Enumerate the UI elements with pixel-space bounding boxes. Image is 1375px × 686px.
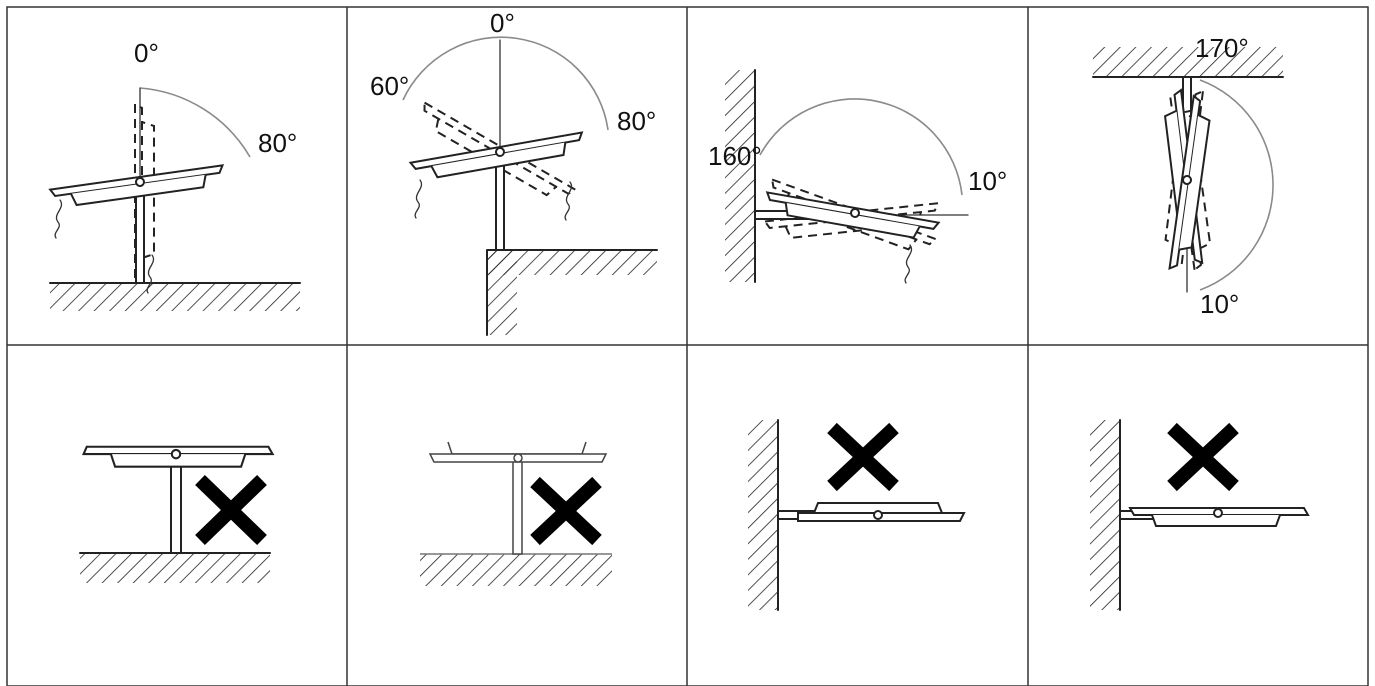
angle-label: 80° bbox=[617, 106, 656, 136]
rotation-arc bbox=[759, 98, 963, 196]
angle-label: 80° bbox=[258, 128, 297, 158]
panel-ground-mount-angles: 0° 80° bbox=[49, 38, 301, 311]
panel-wall-downward-wrong bbox=[1090, 419, 1310, 611]
rotation-arc bbox=[402, 36, 609, 131]
flood-light-fixture bbox=[82, 445, 275, 468]
angle-label: 0° bbox=[134, 38, 159, 68]
panel-wall-mount-angles: 160° 10° bbox=[708, 69, 1007, 284]
table-grid bbox=[6, 6, 1369, 686]
panel-ledge-mount-angles: 0° 60° 80° bbox=[370, 8, 658, 336]
rotation-arc bbox=[139, 87, 251, 158]
rotation-arc bbox=[1199, 79, 1274, 291]
cross-icon bbox=[1167, 422, 1239, 492]
flood-light-fixture bbox=[797, 502, 966, 522]
flood-light-fixture bbox=[1128, 507, 1310, 527]
cross-icon bbox=[827, 422, 899, 492]
angle-label: 10° bbox=[968, 166, 1007, 196]
panel-ground-wrong bbox=[79, 445, 275, 583]
angle-label: 160° bbox=[708, 141, 762, 171]
panel-ground-inverted-wrong bbox=[420, 441, 612, 586]
angle-label: 60° bbox=[370, 71, 409, 101]
cross-icon bbox=[195, 474, 267, 546]
angle-label: 170° bbox=[1195, 33, 1249, 63]
flood-light-fixture bbox=[428, 441, 608, 463]
cross-icon bbox=[530, 476, 602, 546]
angle-label: 0° bbox=[490, 8, 515, 38]
panel-wall-upward-wrong bbox=[748, 419, 966, 611]
panel-ceiling-mount-angles: 170° 10° bbox=[1092, 33, 1284, 319]
ground-hatch bbox=[50, 283, 300, 311]
angle-label: 10° bbox=[1200, 289, 1239, 319]
